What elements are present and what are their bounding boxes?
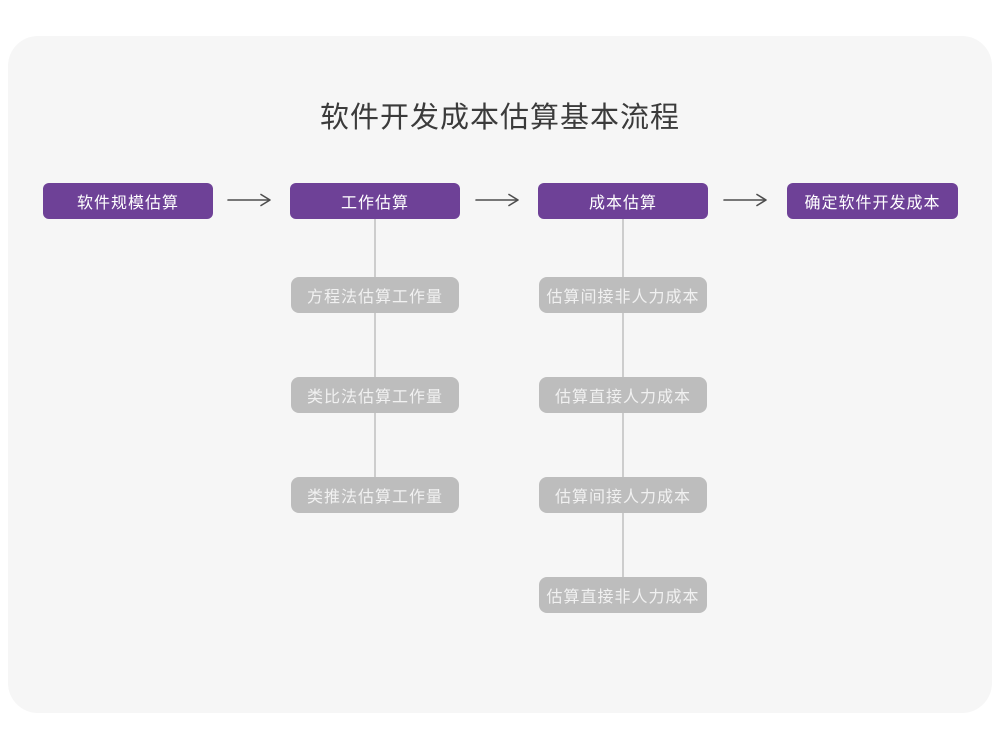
substep-node-equation-method: 方程法估算工作量 bbox=[291, 277, 459, 313]
substep-label: 类比法估算工作量 bbox=[306, 389, 443, 406]
flow-node-label: 确定软件开发成本 bbox=[804, 195, 941, 212]
substep-label: 类推法估算工作量 bbox=[306, 489, 443, 506]
flow-node-label: 成本估算 bbox=[588, 195, 657, 212]
flow-node-determine-software-dev-cost: 确定软件开发成本 bbox=[787, 183, 958, 219]
arrow-right-icon bbox=[475, 192, 521, 208]
diagram-card-background bbox=[8, 36, 992, 713]
substep-label: 估算直接人力成本 bbox=[554, 389, 691, 406]
flow-node-label: 工作估算 bbox=[340, 195, 409, 212]
substep-node-indirect-labor-cost: 估算间接人力成本 bbox=[539, 477, 707, 513]
connector-line-work-estimation bbox=[374, 219, 376, 495]
diagram-title: 软件开发成本估算基本流程 bbox=[319, 102, 680, 134]
flow-node-work-estimation: 工作估算 bbox=[290, 183, 460, 219]
substep-node-extrapolation-method: 类推法估算工作量 bbox=[291, 477, 459, 513]
substep-node-direct-labor-cost: 估算直接人力成本 bbox=[539, 377, 707, 413]
substep-label: 方程法估算工作量 bbox=[306, 289, 443, 306]
flow-node-label: 软件规模估算 bbox=[76, 195, 179, 212]
substep-node-analogy-method: 类比法估算工作量 bbox=[291, 377, 459, 413]
arrow-right-icon bbox=[227, 192, 273, 208]
substep-label: 估算间接人力成本 bbox=[554, 489, 691, 506]
flow-node-cost-estimation: 成本估算 bbox=[538, 183, 708, 219]
flow-node-software-scale-estimation: 软件规模估算 bbox=[43, 183, 213, 219]
substep-node-indirect-nonlabor-cost: 估算间接非人力成本 bbox=[539, 277, 707, 313]
substep-node-direct-nonlabor-cost: 估算直接非人力成本 bbox=[539, 577, 707, 613]
substep-label: 估算间接非人力成本 bbox=[546, 289, 700, 306]
arrow-right-icon bbox=[723, 192, 769, 208]
substep-label: 估算直接非人力成本 bbox=[546, 589, 700, 606]
